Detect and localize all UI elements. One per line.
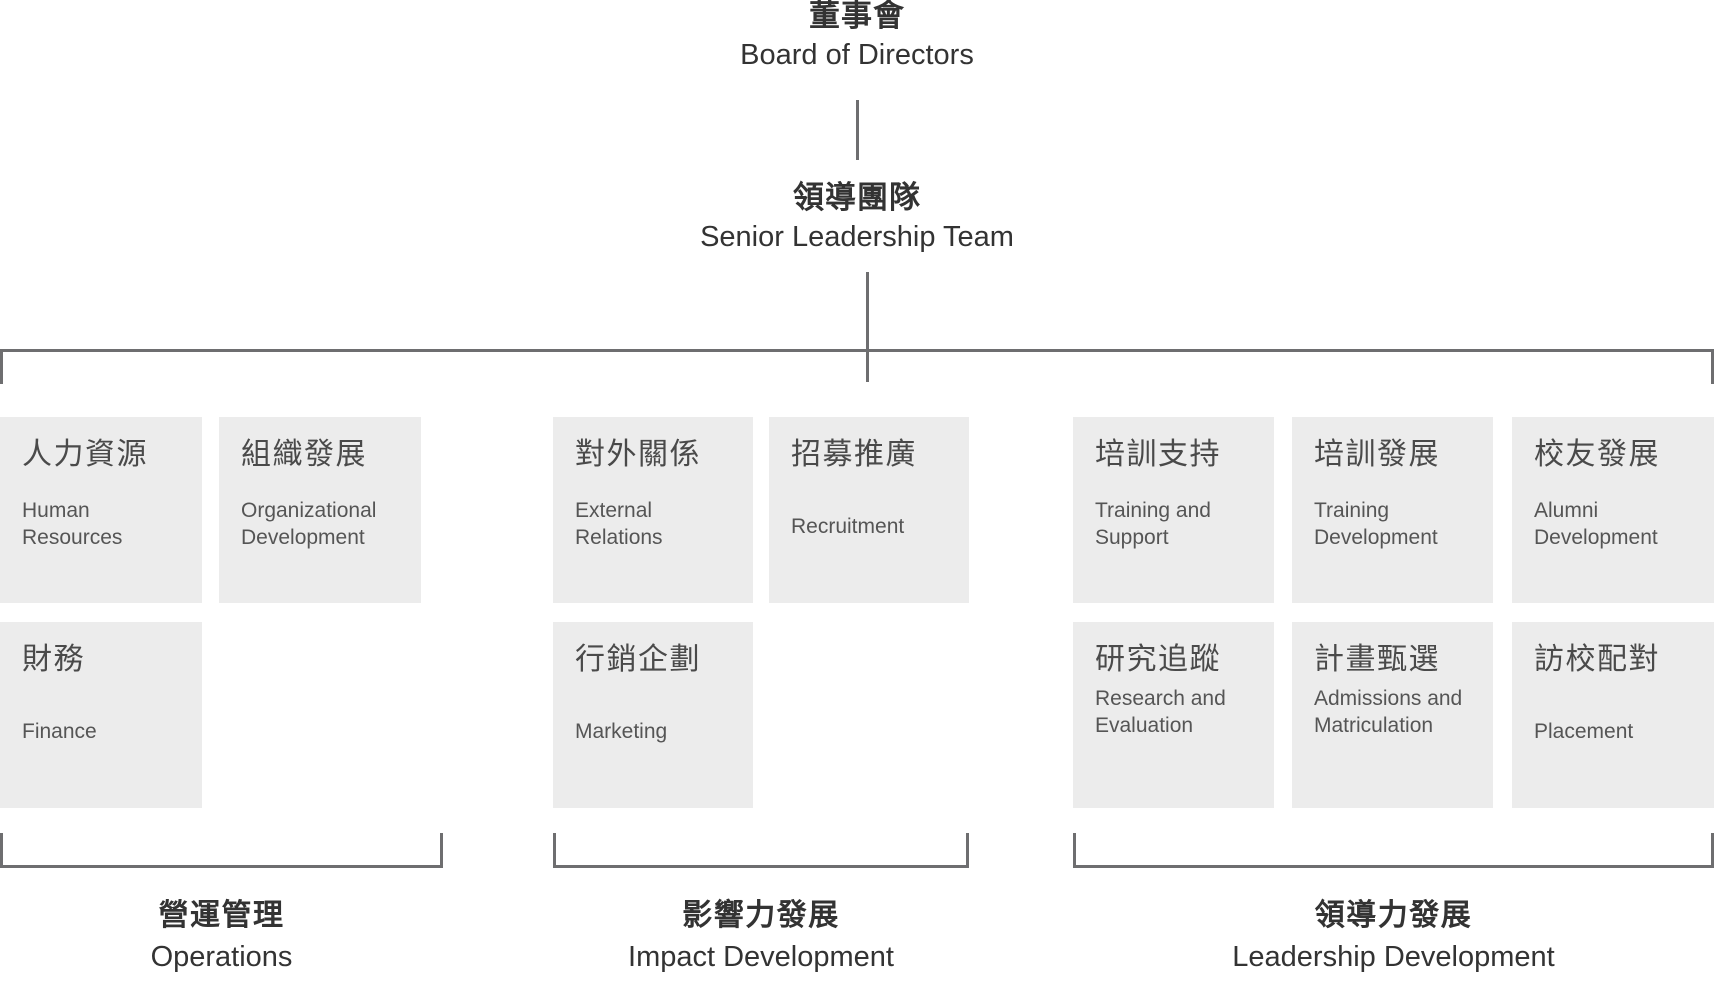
dept-box-finance[interactable]: 財務 Finance xyxy=(0,622,202,808)
dept-box-research-and-evaluation[interactable]: 研究追蹤 Research and Evaluation xyxy=(1073,622,1274,808)
dept-box-organizational-development[interactable]: 組織發展 Organizational Development xyxy=(219,417,421,603)
dept-label-zh: 計畫甄選 xyxy=(1314,643,1440,676)
dept-label-en: Recruitment xyxy=(791,515,905,538)
group-label-en: Leadership Development xyxy=(1232,941,1555,973)
dept-label-zh: 培訓發展 xyxy=(1314,438,1440,471)
dept-box-human-resources[interactable]: 人力資源 Human Resources xyxy=(0,417,202,603)
group-label-en: Operations xyxy=(150,941,293,973)
dept-box-external-relations[interactable]: 對外關係 External Relations xyxy=(553,417,753,603)
bracket-operations-left xyxy=(0,833,3,868)
dept-label-zh: 校友發展 xyxy=(1534,438,1660,471)
dept-label-en: Research and Evaluation xyxy=(1095,687,1226,737)
distribution-rail xyxy=(0,349,1714,352)
dept-label-zh: 研究追蹤 xyxy=(1095,643,1221,676)
senior-leadership-team-label-zh: 領導團隊 xyxy=(793,180,921,215)
bracket-impact-right xyxy=(966,833,969,868)
dept-label-en: Marketing xyxy=(575,720,668,743)
dept-label-en: Placement xyxy=(1534,720,1634,743)
rail-stub-right xyxy=(1711,349,1714,384)
dept-box-recruitment[interactable]: 招募推廣 Recruitment xyxy=(769,417,969,603)
board-of-directors-label-zh: 董事會 xyxy=(809,0,905,33)
dept-label-en: Human Resources xyxy=(22,499,123,549)
dept-label-zh: 行銷企劃 xyxy=(575,643,701,676)
bracket-leadership-left xyxy=(1073,833,1076,868)
group-label-zh: 營運管理 xyxy=(158,899,285,932)
dept-box-training-and-support[interactable]: 培訓支持 Training and Support xyxy=(1073,417,1274,603)
board-of-directors-label-en: Board of Directors xyxy=(740,39,974,71)
dept-box-placement[interactable]: 訪校配對 Placement xyxy=(1512,622,1714,808)
bracket-impact-left xyxy=(553,833,556,868)
dept-box-marketing[interactable]: 行銷企劃 Marketing xyxy=(553,622,753,808)
group-label-impact-development: 影響力發展 Impact Development xyxy=(553,895,969,977)
dept-label-en: Training and Support xyxy=(1095,499,1211,549)
rail-stub-left xyxy=(0,349,3,384)
dept-label-zh: 組織發展 xyxy=(241,438,367,471)
bracket-leadership-bottom xyxy=(1073,865,1714,868)
connector-board-to-leadership xyxy=(856,100,859,160)
connector-leadership-to-rail xyxy=(866,272,869,382)
dept-label-zh: 招募推廣 xyxy=(791,438,917,471)
bracket-operations-right xyxy=(440,833,443,868)
dept-box-alumni-development[interactable]: 校友發展 Alumni Development xyxy=(1512,417,1714,603)
group-label-leadership-development: 領導力發展 Leadership Development xyxy=(1073,895,1714,977)
dept-label-en: Admissions and Matriculation xyxy=(1314,687,1463,737)
dept-label-en: External Relations xyxy=(575,499,663,549)
bracket-operations-bottom xyxy=(0,865,443,868)
dept-label-zh: 財務 xyxy=(22,643,85,676)
dept-label-en: Finance xyxy=(22,720,97,743)
dept-label-en: Training Development xyxy=(1314,499,1438,549)
dept-label-en: Organizational Development xyxy=(241,499,377,549)
group-label-operations: 營運管理 Operations xyxy=(0,895,443,977)
dept-box-admissions-and-matriculation[interactable]: 計畫甄選 Admissions and Matriculation xyxy=(1292,622,1493,808)
dept-label-zh: 訪校配對 xyxy=(1534,643,1660,676)
dept-label-zh: 培訓支持 xyxy=(1095,438,1221,471)
dept-label-en: Alumni Development xyxy=(1534,499,1658,549)
dept-label-zh: 對外關係 xyxy=(575,438,701,471)
bracket-leadership-right xyxy=(1711,833,1714,868)
bracket-impact-bottom xyxy=(553,865,969,868)
group-label-en: Impact Development xyxy=(628,941,894,973)
group-label-zh: 領導力發展 xyxy=(1314,899,1473,932)
senior-leadership-team-label-en: Senior Leadership Team xyxy=(700,221,1014,253)
node-senior-leadership-team: 領導團隊 Senior Leadership Team xyxy=(0,178,1714,256)
node-board-of-directors: 董事會 Board of Directors xyxy=(0,0,1714,74)
dept-box-training-development[interactable]: 培訓發展 Training Development xyxy=(1292,417,1493,603)
group-label-zh: 影響力發展 xyxy=(682,899,840,932)
dept-label-zh: 人力資源 xyxy=(22,438,148,471)
